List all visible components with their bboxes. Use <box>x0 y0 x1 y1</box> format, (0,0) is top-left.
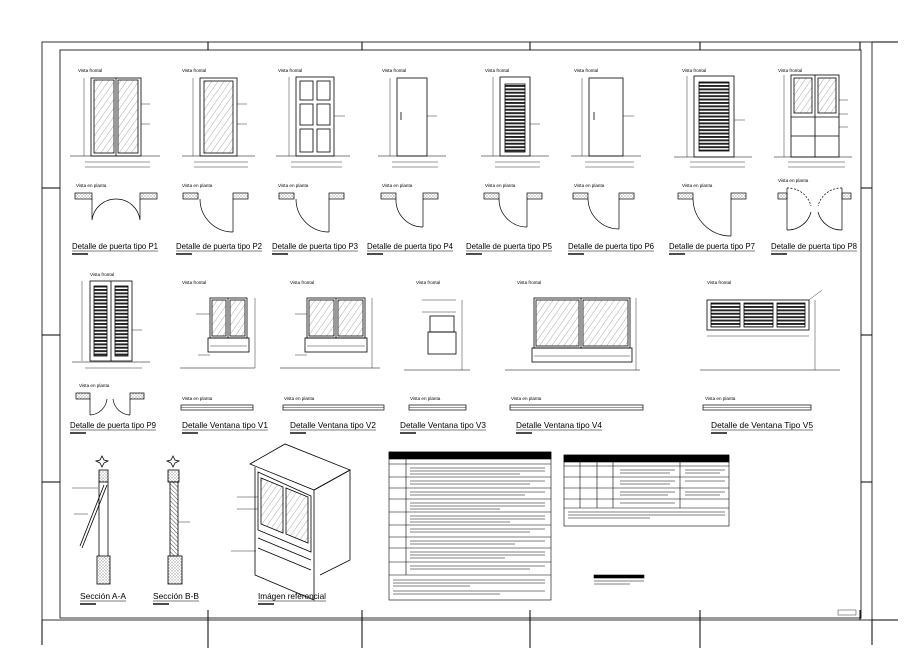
title-door-p4: Detalle de puerta tipo P4 <box>367 242 453 251</box>
door-p4-elevation <box>378 77 446 168</box>
section-b-b-drawing <box>165 455 190 585</box>
scale-bar <box>593 574 645 585</box>
label-vista-frontal-v1: Vista frontal <box>182 280 206 285</box>
detail-titles: Detalle de puerta tipo P1 Detalle de pue… <box>70 242 857 601</box>
sheet-frame <box>41 41 898 648</box>
label-vista-frontal-p1: Vista frontal <box>78 68 102 73</box>
title-door-p3: Detalle de puerta tipo P3 <box>272 242 358 251</box>
door-p9-plan <box>75 392 145 416</box>
door-row-1 <box>70 74 852 168</box>
door-p6-elevation <box>571 77 641 168</box>
title-door-p6: Detalle de puerta tipo P6 <box>568 242 654 251</box>
door-p2-elevation <box>182 77 255 168</box>
title-door-p5: Detalle de puerta tipo P5 <box>466 242 552 251</box>
window-legend-table <box>563 454 730 527</box>
door-p1-plan <box>74 192 158 221</box>
reference-isometric-drawing <box>231 443 351 601</box>
label-vista-planta-p9: Vista en planta <box>79 383 110 388</box>
row-2-elevations <box>72 280 840 371</box>
door-p9-elevation <box>72 280 150 369</box>
label-vista-planta-p6: Vista en planta <box>574 183 605 188</box>
door-p4-plan <box>380 192 439 228</box>
row-2-plan-views <box>75 392 812 416</box>
section-a-a-drawing <box>72 455 111 585</box>
title-reference-image: Imágen referencial <box>258 592 326 601</box>
door-plan-views-row-1 <box>74 187 852 237</box>
door-p6-plan <box>572 192 635 230</box>
door-p7-elevation <box>674 75 752 168</box>
window-v2-elevation <box>280 297 380 369</box>
title-door-p9: Detalle de puerta tipo P9 <box>70 421 156 430</box>
door-p8-elevation <box>774 74 852 168</box>
door-p1-elevation <box>70 77 160 168</box>
window-plans <box>180 404 812 411</box>
door-legend-table <box>388 451 552 601</box>
label-vista-frontal-v2: Vista frontal <box>290 280 314 285</box>
label-vista-planta-p1: Vista en planta <box>76 183 107 188</box>
label-vista-frontal-p4: Vista frontal <box>382 68 406 73</box>
label-vista-planta-p2: Vista en planta <box>182 183 213 188</box>
label-vista-frontal-v4: Vista frontal <box>517 280 541 285</box>
label-vista-frontal-v3: Vista frontal <box>416 280 440 285</box>
label-vista-frontal-p2: Vista frontal <box>182 68 206 73</box>
label-vista-frontal-p8: Vista frontal <box>778 68 802 73</box>
window-v4-elevation <box>505 297 640 371</box>
label-vista-planta-v1: Vista en planta <box>182 396 213 401</box>
title-window-v5: Detalle de Ventana Tipo V5 <box>711 421 813 430</box>
label-vista-frontal-p3: Vista frontal <box>278 68 302 73</box>
door-p7-plan <box>677 192 747 237</box>
label-vista-frontal-p5: Vista frontal <box>485 68 509 73</box>
label-vista-frontal-v5: Vista frontal <box>707 280 731 285</box>
door-p5-plan <box>483 192 543 228</box>
title-door-p1: Detalle de puerta tipo P1 <box>72 242 158 251</box>
door-p2-plan <box>182 192 249 233</box>
label-vista-planta-p7: Vista en planta <box>682 183 713 188</box>
label-vista-planta-p3: Vista en planta <box>278 183 309 188</box>
title-section-b-b: Sección B-B <box>153 592 200 601</box>
title-section-a-a: Sección A-A <box>80 592 127 601</box>
title-door-p8: Detalle de puerta tipo P8 <box>771 242 857 251</box>
label-vista-planta-v5: Vista en planta <box>705 396 736 401</box>
title-window-v4: Detalle Ventana tipo V4 <box>516 421 602 430</box>
window-v5-elevation <box>700 289 840 371</box>
label-vista-planta-v2: Vista en planta <box>284 396 315 401</box>
title-underlines <box>70 250 857 605</box>
label-vista-planta-v3: Vista en planta <box>410 396 441 401</box>
label-vista-frontal-p7: Vista frontal <box>682 68 706 73</box>
title-window-v1: Detalle Ventana tipo V1 <box>182 421 268 430</box>
label-vista-frontal-p9: Vista frontal <box>90 272 114 277</box>
label-vista-planta-p8: Vista en planta <box>778 178 809 183</box>
door-p3-plan <box>278 192 345 233</box>
door-p3-elevation <box>276 76 350 168</box>
title-door-p2: Detalle de puerta tipo P2 <box>176 242 262 251</box>
label-vista-planta-v4: Vista en planta <box>511 396 542 401</box>
window-v1-elevation <box>180 297 256 369</box>
title-window-v3: Detalle Ventana tipo V3 <box>400 421 486 430</box>
label-vista-planta-p5: Vista en planta <box>485 183 516 188</box>
door-p5-elevation <box>481 76 549 168</box>
title-window-v2: Detalle Ventana tipo V2 <box>290 421 376 430</box>
view-labels: Vista frontal Vista frontal Vista fronta… <box>76 68 809 401</box>
window-v3-elevation <box>404 299 470 371</box>
label-vista-planta-p4: Vista en planta <box>382 183 413 188</box>
title-door-p7: Detalle de puerta tipo P7 <box>669 242 755 251</box>
label-vista-frontal-p6: Vista frontal <box>574 68 598 73</box>
door-p8-plan <box>777 187 852 231</box>
